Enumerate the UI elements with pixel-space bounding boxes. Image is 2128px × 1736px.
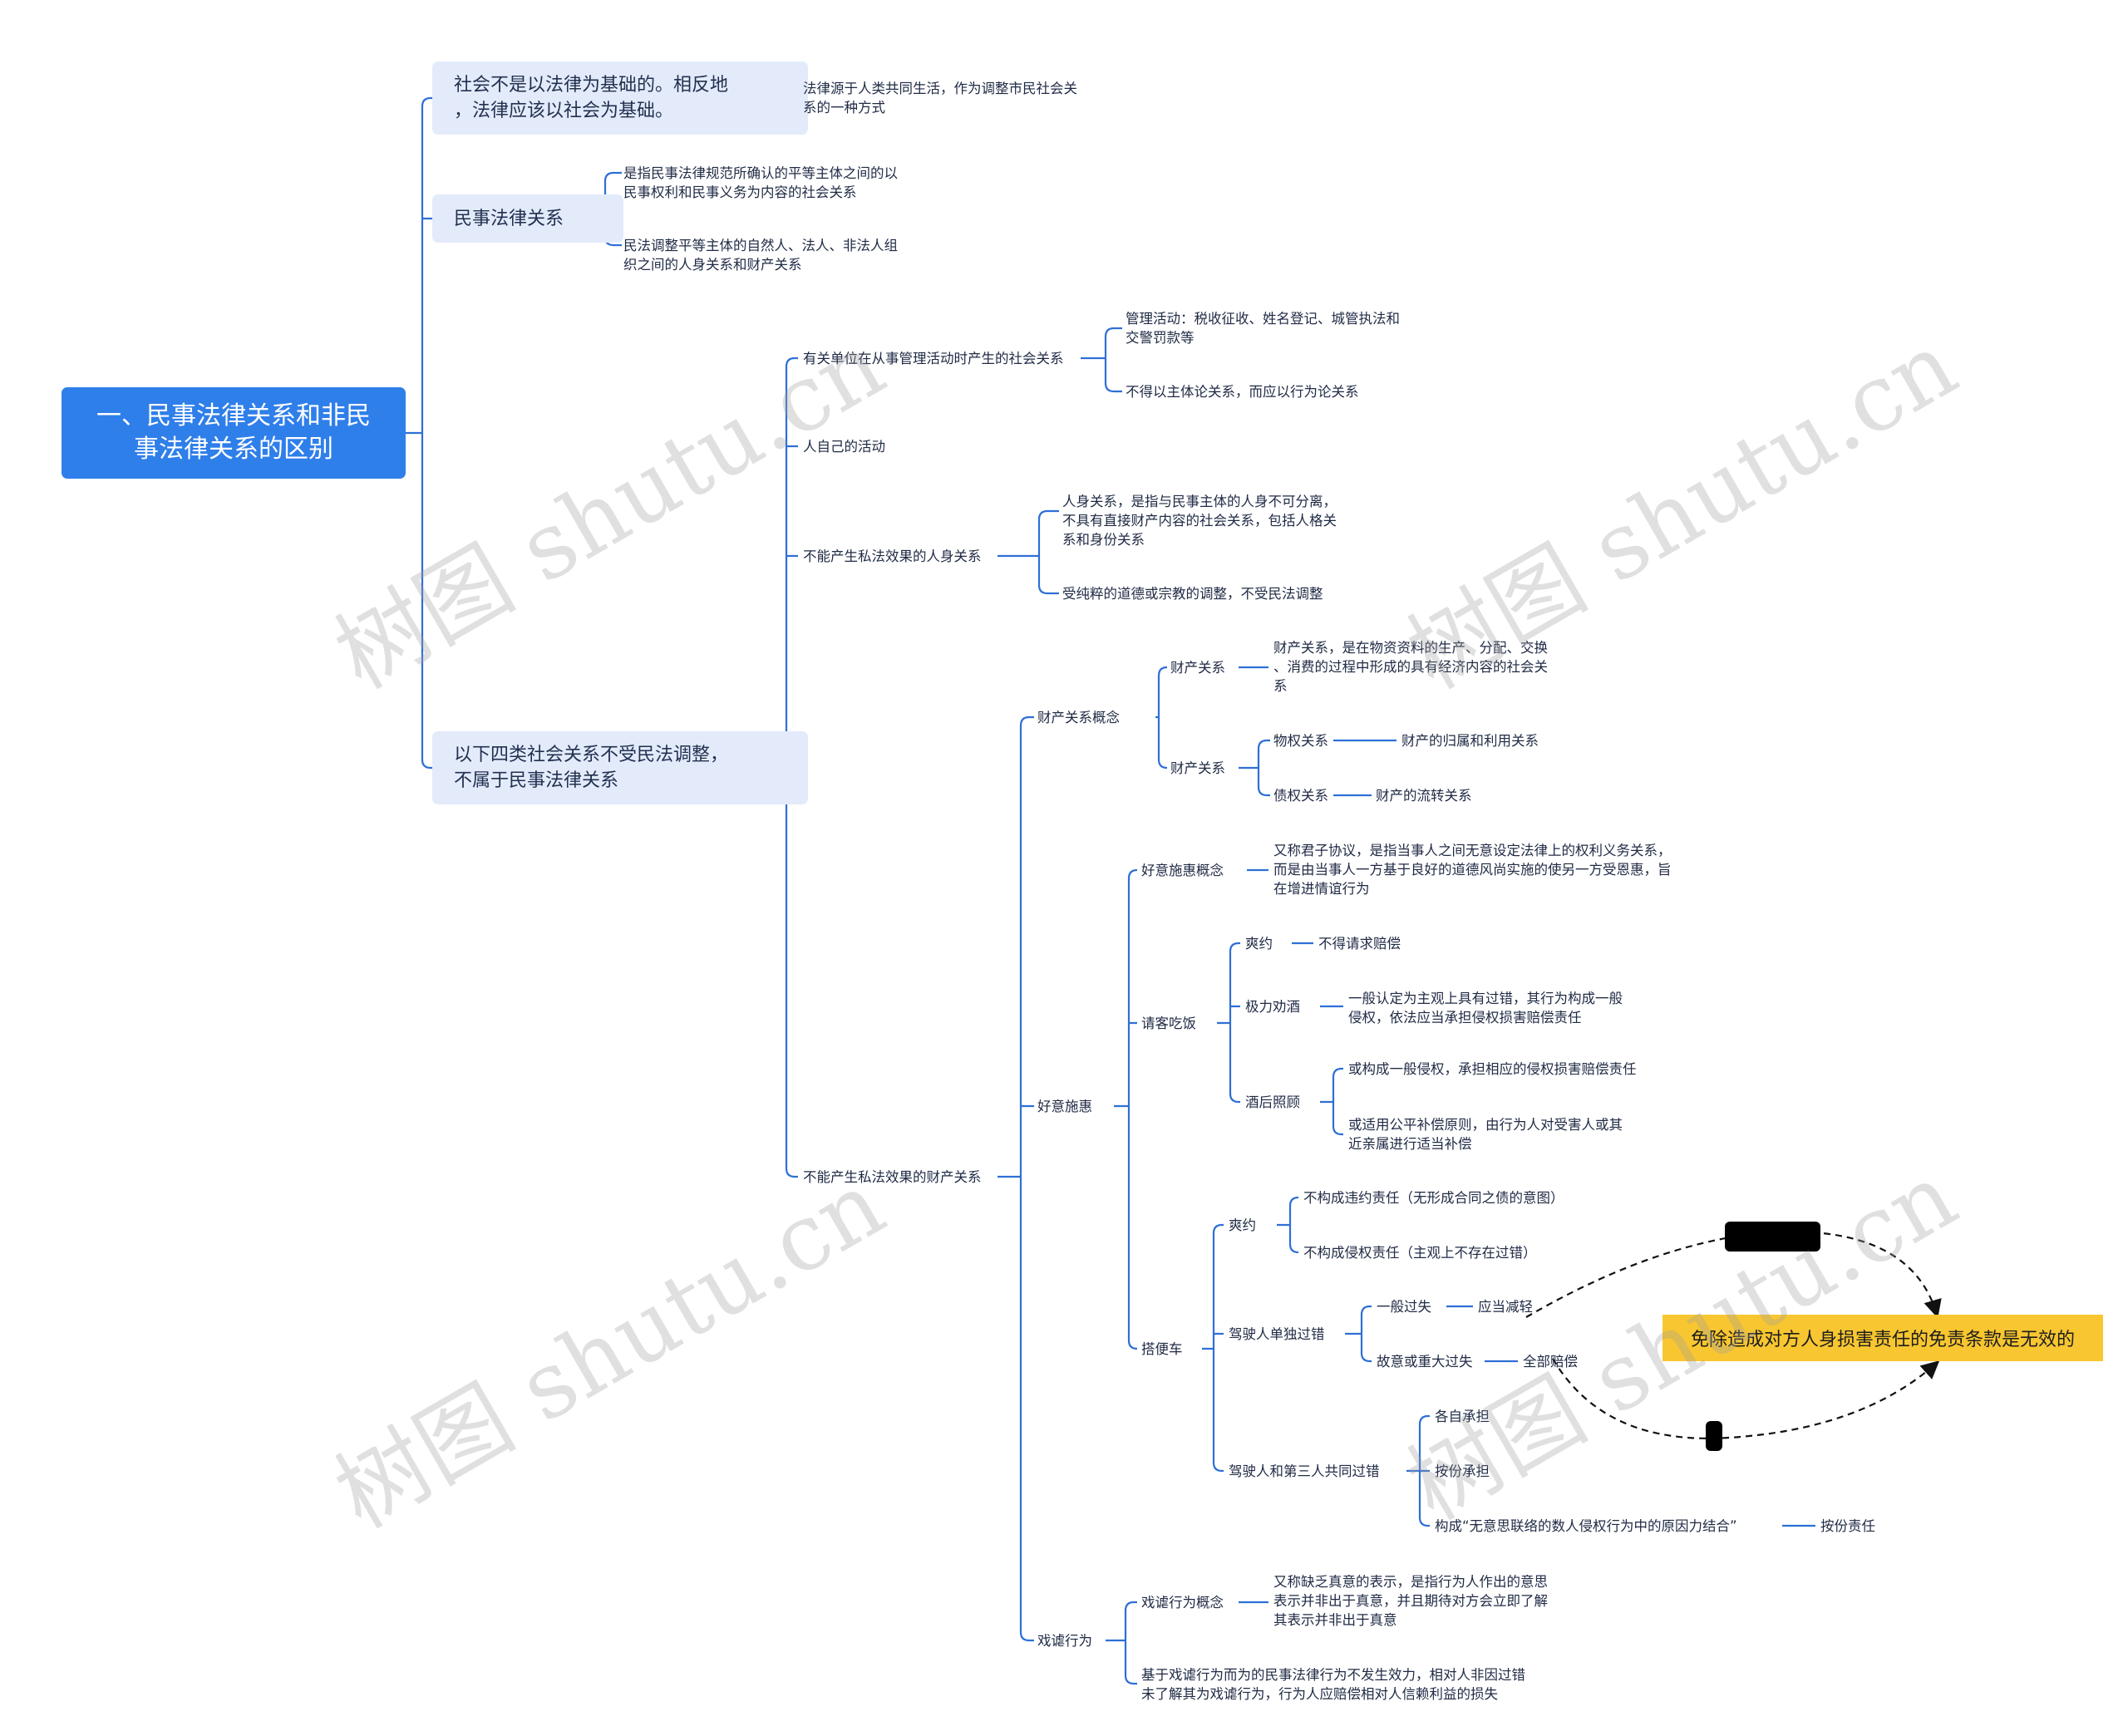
node-civil-def[interactable]: 是指民事法律规范所确认的平等主体之间的以 民事权利和民事义务为内容的社会关系 <box>623 165 898 200</box>
relation-label-2 <box>1706 1421 1722 1451</box>
node-favor[interactable]: 好意施惠 <box>1037 1099 1092 1114</box>
connector-5 <box>998 509 1059 595</box>
branch-civil-relation[interactable]: 民事法律关系 <box>432 194 623 243</box>
node-personal-def[interactable]: 人身关系，是指与民事主体的人身不可分离， 不具有直接财产内容的社会关系，包括人格… <box>1062 494 1337 548</box>
root-node[interactable]: 一、民事法律关系和非民 事法律关系的区别 <box>62 387 406 479</box>
node-treat-breach-val[interactable]: 不得请求赔偿 <box>1318 936 1401 952</box>
node-joint-share[interactable]: 按份承担 <box>1435 1463 1490 1479</box>
node-debt-right[interactable]: 债权关系 <box>1273 788 1328 804</box>
connector-7 <box>1155 666 1168 770</box>
node-law-origin[interactable]: 法律源于人类共同生活，作为调整市民社会关 系的一种方式 <box>803 81 1077 116</box>
connector-19 <box>1277 1196 1299 1254</box>
connector-4 <box>1081 327 1122 393</box>
relation-line-full <box>1552 1358 1940 1439</box>
node-favor-concept[interactable]: 好意施惠概念 <box>1141 863 1224 878</box>
node-property-relation[interactable]: 不能产生私法效果的财产关系 <box>803 1169 982 1185</box>
node-joint-each[interactable]: 各自承担 <box>1435 1409 1490 1424</box>
node-general-negligence[interactable]: 一般过失 <box>1377 1299 1431 1315</box>
node-property-concept[interactable]: 财产关系概念 <box>1037 710 1120 725</box>
node-civil-scope[interactable]: 民法调整平等主体的自然人、法人、非法人组 织之间的人身关系和财产关系 <box>623 238 898 273</box>
node-property-def[interactable]: 财产关系，是在物资资料的生产、分配、交换 、消费的过程中形成的具有经济内容的社会… <box>1273 640 1548 694</box>
callout-exemption-clause[interactable]: 免除造成对方人身损害责任的免责条款是无效的 <box>1662 1315 2103 1361</box>
connector-0 <box>406 96 432 770</box>
connector-12 <box>1114 868 1138 1350</box>
node-property-1[interactable]: 财产关系 <box>1170 660 1225 676</box>
node-treat[interactable]: 请客吃饭 <box>1141 1016 1196 1031</box>
connector-18 <box>1202 1223 1224 1473</box>
branch-society-law[interactable]: 社会不是以法律为基础的。相反地 ，法律应该以社会为基础。 <box>432 61 808 135</box>
node-general-negligence-val[interactable]: 应当减轻 <box>1478 1299 1533 1315</box>
node-admin-relation[interactable]: 有关单位在从事管理活动时产生的社会关系 <box>803 351 1064 366</box>
node-favor-def[interactable]: 又称君子协议，是指当事人之间无意设定法律上的权利义务关系， 而是由当事人一方基于… <box>1273 843 1672 897</box>
connector-9 <box>1239 739 1270 797</box>
node-personal-relation[interactable]: 不能产生私法效果的人身关系 <box>803 548 982 564</box>
node-drunk-care-v2[interactable]: 或适用公平补偿原则，由行为人对受害人或其 近亲属进行适当补偿 <box>1348 1117 1623 1152</box>
node-ride-breach[interactable]: 爽约 <box>1229 1217 1256 1233</box>
node-real-right[interactable]: 物权关系 <box>1273 733 1328 749</box>
node-ride-breach-v2[interactable]: 不构成侵权责任（主观上不存在过错） <box>1303 1245 1537 1261</box>
node-personal-moral[interactable]: 受纯粹的道德或宗教的调整，不受民法调整 <box>1062 586 1323 602</box>
node-admin-principle[interactable]: 不得以主体论关系，而应以行为论关系 <box>1126 384 1359 400</box>
connector-6 <box>998 716 1034 1642</box>
node-ride-breach-v1[interactable]: 不构成违约责任（无形成合同之债的意图） <box>1303 1190 1564 1206</box>
branch-four-types[interactable]: 以下四类社会关系不受民法调整， 不属于民事法律关系 <box>432 731 808 804</box>
node-treat-breach[interactable]: 爽约 <box>1245 936 1273 952</box>
node-self-activity[interactable]: 人自己的活动 <box>803 439 885 455</box>
node-driver-fault[interactable]: 驾驶人单独过错 <box>1229 1326 1325 1342</box>
relation-label-1 <box>1725 1222 1820 1252</box>
relation-line-reduce <box>1525 1230 1942 1319</box>
node-admin-activities[interactable]: 管理活动：税收征收、姓名登记、城管执法和 交警罚款等 <box>1126 311 1400 346</box>
node-joint-cause[interactable]: 构成“无意思联络的数人侵权行为中的原因力结合” <box>1435 1518 1737 1534</box>
node-joke-concept[interactable]: 戏谑行为概念 <box>1141 1595 1224 1611</box>
node-gross-negligence-val[interactable]: 全部赔偿 <box>1523 1354 1578 1370</box>
node-joint-fault[interactable]: 驾驶人和第三人共同过错 <box>1229 1463 1380 1479</box>
node-urge-drink[interactable]: 极力劝酒 <box>1245 999 1300 1015</box>
connector-20 <box>1345 1305 1372 1363</box>
node-joke-def[interactable]: 又称缺乏真意的表示，是指行为人作出的意思 表示并非出于真意，并且期待对方会立即了… <box>1273 1574 1548 1628</box>
connector-14 <box>1217 942 1240 1104</box>
node-ride[interactable]: 搭便车 <box>1141 1341 1183 1357</box>
node-drunk-care-v1[interactable]: 或构成一般侵权，承担相应的侵权损害赔偿责任 <box>1348 1061 1637 1077</box>
node-drunk-care[interactable]: 酒后照顾 <box>1245 1094 1300 1110</box>
node-urge-drink-val[interactable]: 一般认定为主观上具有过错，其行为构成一般 侵权，依法应当承担侵权损害赔偿责任 <box>1348 991 1623 1025</box>
node-joke[interactable]: 戏谑行为 <box>1037 1633 1092 1649</box>
node-property-2[interactable]: 财产关系 <box>1170 760 1225 776</box>
node-joke-effect[interactable]: 基于戏谑行为而为的民事法律行为不发生效力，相对人非因过错 未了解其为戏谑行为，行… <box>1141 1667 1525 1702</box>
node-gross-negligence[interactable]: 故意或重大过失 <box>1377 1354 1473 1370</box>
connector-23 <box>1406 1414 1430 1527</box>
node-joint-cause-val[interactable]: 按份责任 <box>1820 1518 1875 1534</box>
node-debt-right-val[interactable]: 财产的流转关系 <box>1376 788 1472 804</box>
connector-25 <box>1106 1601 1137 1685</box>
connector-17 <box>1320 1067 1343 1136</box>
node-real-right-val[interactable]: 财产的归属和利用关系 <box>1401 733 1539 749</box>
